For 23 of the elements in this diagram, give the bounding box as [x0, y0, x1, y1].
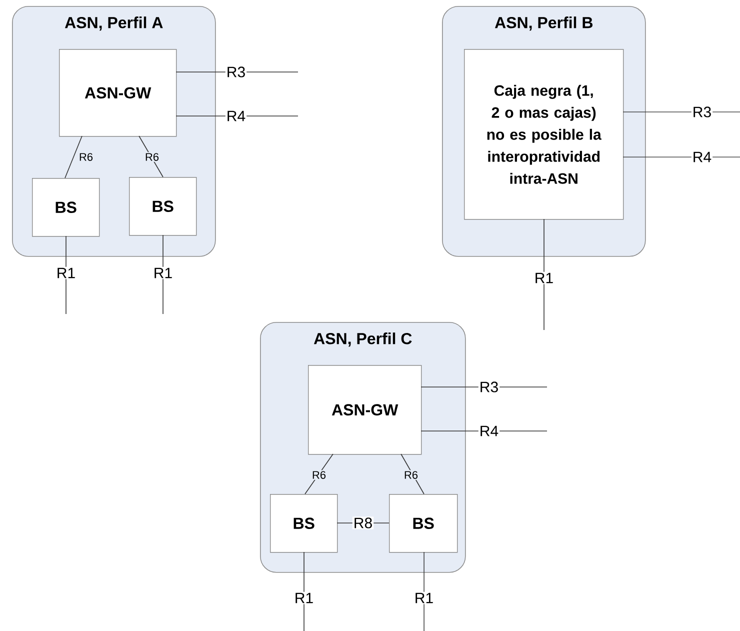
- edge-label: R6: [144, 152, 160, 162]
- process-box: BS: [129, 177, 197, 236]
- process-box: Caja negra (1, 2 o mas cajas) no es posible la interopratividad intra-ASN: [464, 49, 624, 220]
- connector-line: [64, 136, 82, 178]
- process-box: BS: [389, 494, 458, 553]
- connector-line: [420, 386, 548, 388]
- edge-label: R3: [225, 66, 247, 78]
- edge-label: R6: [78, 152, 94, 162]
- edge-label: R6: [310, 470, 328, 480]
- connector-line: [400, 454, 424, 494]
- process-box: ASN-GW: [308, 365, 422, 455]
- connector-line: [622, 156, 740, 158]
- edge-label: R6: [402, 470, 420, 480]
- connector-line: [420, 430, 548, 432]
- process-box: ASN-GW: [59, 49, 177, 137]
- process-box: BS: [270, 494, 338, 553]
- connector-line: [162, 234, 164, 314]
- edge-label: R8: [352, 516, 374, 530]
- edge-label: R3: [478, 380, 500, 394]
- edge-label: R3: [691, 106, 713, 118]
- process-box: BS: [32, 178, 100, 237]
- connector-line: [138, 136, 164, 178]
- connector-line: [304, 454, 334, 494]
